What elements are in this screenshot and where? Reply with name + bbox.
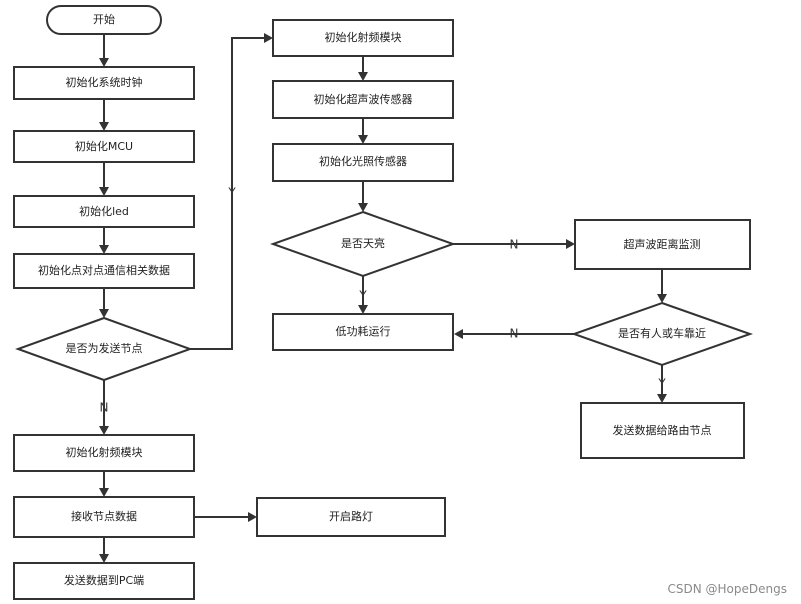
edge-is-sender-yes-to-init-rf-right <box>190 33 273 350</box>
edge-ultrasonic-to-light-sensor <box>358 118 368 144</box>
node-init-mcu-label: 初始化MCU <box>75 139 133 153</box>
edge-is-daylight-no-to-ultrasonic-monitor <box>453 239 575 249</box>
edge-label-n-to-low-power: N <box>510 327 519 341</box>
node-init-clock: 初始化系统时钟 <box>13 66 195 100</box>
node-person-vehicle: 是否有人或车靠近 <box>570 301 754 367</box>
edge-person-vehicle-yes-to-router <box>657 365 667 403</box>
edge-label-y-to-rf: Y <box>227 186 236 200</box>
node-init-led-label: 初始化led <box>79 204 129 218</box>
node-ultrasonic-monitor-label: 超声波距离监测 <box>624 237 701 251</box>
node-init-rf-left: 初始化射频模块 <box>13 434 195 472</box>
node-is-daylight-label: 是否天亮 <box>341 236 385 250</box>
edge-label-n-to-rf-left: N <box>100 401 109 415</box>
node-is-daylight: 是否天亮 <box>270 210 456 278</box>
edge-label-y-to-low-power: Y <box>358 289 367 303</box>
edge-receive-to-turn-on-light <box>194 512 257 522</box>
node-start-label: 开始 <box>93 12 115 26</box>
node-send-pc-label: 发送数据到PC端 <box>64 573 144 587</box>
node-receive-data: 接收节点数据 <box>13 496 195 538</box>
edge-init-rf-left-to-receive <box>99 471 109 497</box>
node-is-sender: 是否为发送节点 <box>15 316 193 382</box>
edge-label-y-to-router: Y <box>657 377 666 391</box>
node-ultrasonic-monitor: 超声波距离监测 <box>574 219 751 270</box>
node-send-to-router: 发送数据给路由节点 <box>580 402 745 459</box>
node-low-power-label: 低功耗运行 <box>336 325 391 338</box>
node-turn-on-light: 开启路灯 <box>256 497 446 537</box>
node-low-power: 低功耗运行 <box>272 313 454 351</box>
node-init-led: 初始化led <box>13 195 195 228</box>
node-init-ultrasonic-label: 初始化超声波传感器 <box>314 92 413 106</box>
node-init-mcu: 初始化MCU <box>13 130 195 163</box>
node-init-rf-right-label: 初始化射频模块 <box>325 30 402 44</box>
node-init-p2p: 初始化点对点通信相关数据 <box>13 253 195 289</box>
edge-init-p2p-to-is-sender <box>99 288 109 318</box>
node-turn-on-light-label: 开启路灯 <box>329 510 373 523</box>
node-init-rf-right: 初始化射频模块 <box>272 19 454 57</box>
edge-init-clock-to-init-mcu <box>99 99 109 131</box>
edge-receive-to-send-pc <box>99 537 109 563</box>
watermark: CSDN @HopeDengs <box>667 582 788 596</box>
node-init-clock-label: 初始化系统时钟 <box>66 75 143 89</box>
edge-is-sender-no-to-init-rf-left <box>99 380 109 435</box>
node-person-vehicle-label: 是否有人或车靠近 <box>618 326 706 340</box>
edge-label-n-to-ultrasonic: N <box>510 238 519 252</box>
edge-is-daylight-yes-to-low-power <box>358 276 368 314</box>
node-is-sender-label: 是否为发送节点 <box>66 341 143 355</box>
node-init-light-sensor-label: 初始化光照传感器 <box>319 154 407 168</box>
edge-init-rf-right-to-ultrasonic <box>358 56 368 81</box>
edge-ultrasonic-monitor-to-person-vehicle <box>657 269 667 303</box>
edge-light-sensor-to-is-daylight <box>358 181 368 212</box>
node-send-pc: 发送数据到PC端 <box>13 562 195 600</box>
edge-start-to-init-clock <box>99 34 109 67</box>
node-start: 开始 <box>46 5 162 35</box>
edge-person-vehicle-no-to-low-power <box>454 329 574 339</box>
node-init-ultrasonic: 初始化超声波传感器 <box>272 80 454 119</box>
node-init-rf-left-label: 初始化射频模块 <box>66 445 143 459</box>
node-receive-data-label: 接收节点数据 <box>71 509 137 523</box>
edge-init-mcu-to-init-led <box>99 162 109 196</box>
edge-init-led-to-init-p2p <box>99 227 109 254</box>
node-send-to-router-label: 发送数据给路由节点 <box>613 423 712 437</box>
node-init-p2p-label: 初始化点对点通信相关数据 <box>38 263 170 277</box>
node-init-light-sensor: 初始化光照传感器 <box>272 143 454 182</box>
